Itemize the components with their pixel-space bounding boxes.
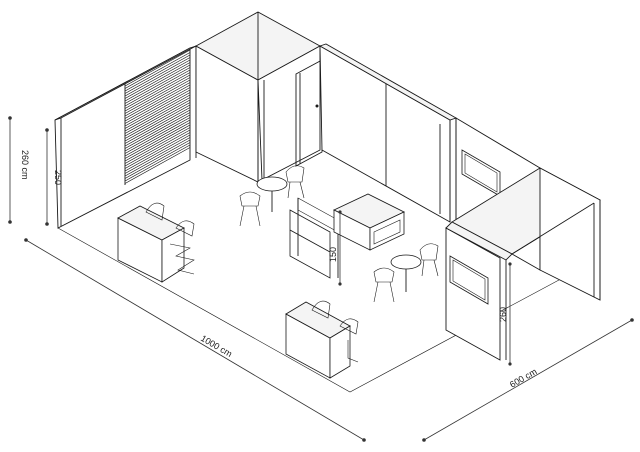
left-wall [54,45,197,229]
storage-cabinet [332,193,406,251]
dim-length-line [24,238,366,442]
slat-line [124,142,191,179]
dim-wall-height-outer [8,116,12,224]
slat-line [124,89,191,127]
back-wall [195,11,323,183]
dim-depth-label: 600 cm [508,366,539,389]
floor-outline [57,227,601,393]
slat-line [124,49,191,87]
slat-line [124,87,191,124]
dim-depth-line [422,318,634,442]
slat-line [124,114,191,152]
slat-line [124,79,191,117]
slat-line [124,127,191,164]
slat-line [124,99,191,137]
slat-line [124,109,191,147]
slat-line [124,72,191,109]
slat-line [124,104,191,142]
slat-line [124,54,191,92]
display-shelf [289,197,339,279]
dim-wall-height-inner [45,128,49,226]
slat-line [124,69,191,107]
slat-line [124,74,191,112]
slat-line [124,52,191,89]
slat-line [124,64,191,102]
slat-line [124,62,191,99]
slat-line [124,57,191,94]
table-set-2 [373,243,439,303]
slat-line [124,97,191,134]
dim-booth-height [508,262,512,366]
slat-line [124,67,191,104]
slat-line [124,92,191,129]
slatted-panel [124,49,191,184]
slat-line [124,124,191,162]
dim-wall-height-inner-label: 250 [53,170,63,185]
slat-line [124,112,191,149]
slat-line [124,144,191,182]
right-booth [445,167,601,361]
slat-line [124,117,191,154]
slat-line [124,82,191,119]
slat-line [124,132,191,169]
slat-line [124,129,191,167]
reception-counter-front [285,301,351,379]
wall-monitor-front [449,255,489,305]
table-set-1 [239,165,305,227]
dim-counter-height [338,210,342,286]
slat-line [124,119,191,157]
slat-line [124,134,191,172]
slat-line [124,107,191,144]
slat-line [124,137,191,174]
dim-counter-height-label: 150 [328,247,338,262]
dim-length-label: 1000 cm [199,333,234,359]
slat-line [124,59,191,97]
slat-line [124,84,191,122]
slat-line [124,122,191,159]
slat-line [124,102,191,139]
dim-wall-height-outer-label: 260 cm [20,150,30,180]
door [295,59,323,167]
slat-line [124,139,191,177]
reception-counter-left [117,205,185,283]
slat-line [124,147,191,184]
dim-booth-height-label: 260 [498,307,508,322]
slat-line [124,94,191,132]
stool-chairs-front [311,300,359,363]
slat-line [124,77,191,114]
stool-chairs-left [145,202,195,275]
